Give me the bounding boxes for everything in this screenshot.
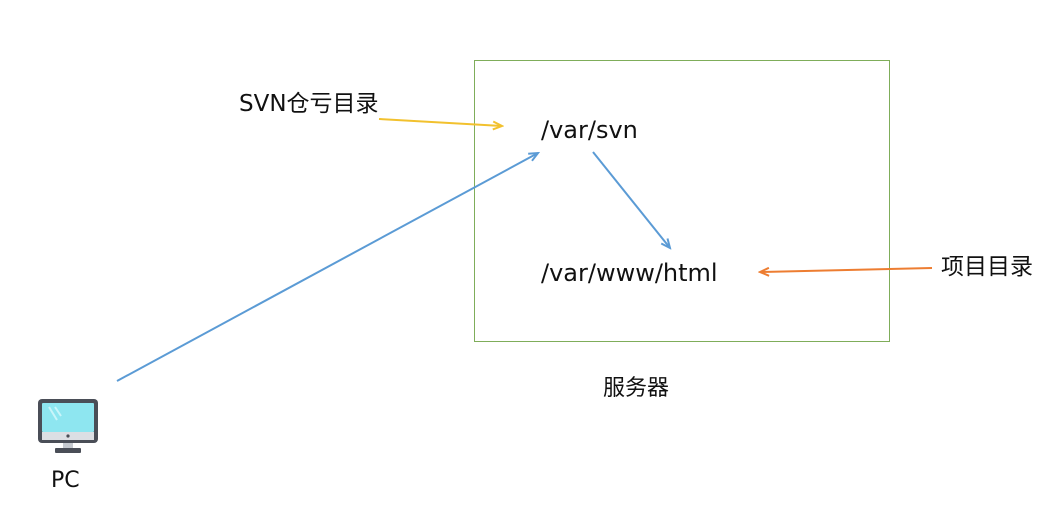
svn-path-label: /var/svn (541, 116, 638, 144)
svn-repo-label: SVN仓亏目录 (239, 91, 379, 117)
project-dir-label-arrow (760, 268, 933, 272)
screen-glare (54, 406, 62, 417)
pc-caption: PC (51, 468, 80, 493)
pc-to-svn-arrow (116, 153, 538, 382)
html-path-label: /var/www/html (541, 259, 718, 287)
server-box (474, 60, 890, 342)
monitor-screen (42, 403, 94, 432)
screen-glare (48, 406, 58, 421)
monitor-stand (55, 448, 81, 453)
server-caption: 服务器 (603, 376, 670, 401)
project-dir-label: 项目目录 (941, 254, 1033, 280)
svn-to-html-arrow (592, 151, 670, 248)
power-dot (66, 434, 70, 438)
svn-repo-label-arrow (378, 118, 502, 126)
desktop-monitor-icon (38, 399, 98, 453)
monitor-neck (63, 443, 73, 449)
